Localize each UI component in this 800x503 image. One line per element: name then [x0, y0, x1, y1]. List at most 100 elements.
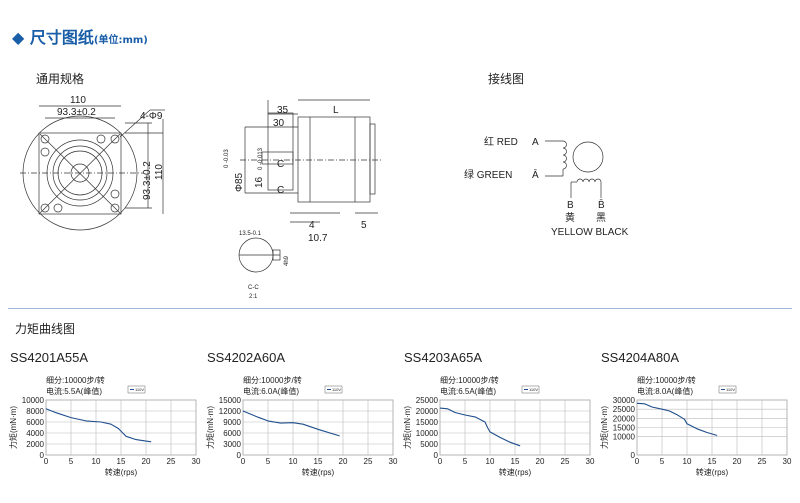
- y-tick-label: 5000: [420, 440, 438, 449]
- section-mark-c2: C: [277, 185, 284, 196]
- y-tick-label: 6000: [26, 418, 44, 427]
- subdivision-text: 细分:10000步/转: [243, 375, 302, 385]
- wire-b-label: B: [567, 200, 574, 211]
- legend-box: [324, 385, 343, 394]
- dim-30: 30: [273, 118, 285, 129]
- x-tick-label: 15: [511, 457, 520, 466]
- data-point: [716, 435, 718, 436]
- x-tick-label: 15: [314, 457, 323, 466]
- y-tick-label: 2000: [26, 440, 44, 449]
- x-tick-label: 20: [536, 457, 545, 466]
- data-point: [474, 416, 476, 418]
- legend-label: 110V: [135, 387, 144, 392]
- data-point: [292, 422, 294, 424]
- wiring-diagram: [545, 140, 604, 198]
- wire-red-label: 红 RED: [484, 135, 518, 148]
- torque-curve: [636, 402, 718, 436]
- y-tick-label: 15000: [416, 418, 439, 427]
- subdivision-text: 细分:10000步/转: [637, 375, 696, 385]
- legend-label: 110V: [529, 387, 538, 392]
- x-tick-label: 5: [69, 457, 74, 466]
- x-tick-label: 5: [463, 457, 468, 466]
- data-point: [267, 420, 269, 422]
- data-point: [706, 432, 708, 433]
- y-tick-label: 10000: [416, 429, 439, 438]
- dim-vertical-pitch: 93.3±0.2: [142, 161, 153, 200]
- y-tick-label: 6000: [223, 429, 241, 438]
- x-tick-label: 20: [733, 457, 742, 466]
- data-point: [644, 403, 645, 405]
- data-point: [676, 414, 678, 415]
- data-point: [684, 418, 685, 420]
- data-point: [125, 436, 127, 437]
- x-tick-label: 10: [92, 457, 101, 466]
- subdivision-text: 细分:10000步/转: [440, 375, 499, 385]
- data-point: [519, 445, 521, 447]
- torque-curve: [45, 408, 152, 443]
- x-tick-label: 5: [660, 457, 665, 466]
- data-point: [651, 406, 653, 408]
- y-tick-label: 12000: [219, 407, 242, 416]
- dim-110-width: 110: [70, 95, 86, 106]
- y-tick-label: 3000: [223, 440, 241, 449]
- data-point: [439, 407, 441, 409]
- y-tick-label: 20000: [416, 407, 439, 416]
- data-point: [484, 421, 486, 423]
- x-tick-label: 15: [708, 457, 717, 466]
- data-point: [45, 408, 47, 410]
- x-tick-label: 20: [339, 457, 348, 466]
- x-axis-label: 转速(rps): [105, 467, 138, 477]
- section-header: ◆ 尺寸图纸(单位:mm): [12, 24, 148, 48]
- data-point: [242, 410, 244, 412]
- data-point: [70, 417, 72, 418]
- x-tick-label: 15: [117, 457, 126, 466]
- y-tick-label: 8000: [26, 407, 44, 416]
- y-tick-label: 9000: [223, 418, 241, 427]
- current-text: 电流:6.0A(峰值): [243, 386, 299, 396]
- legend-box: [718, 385, 737, 394]
- data-point: [509, 441, 511, 443]
- data-point: [85, 420, 87, 422]
- header-title: 尺寸图纸: [29, 28, 94, 47]
- data-point: [499, 437, 501, 438]
- wire-green-label: 绿 GREEN: [464, 168, 512, 181]
- current-text: 电流:5.5A(峰值): [46, 386, 102, 396]
- x-axis-label: 转速(rps): [696, 467, 729, 477]
- legend-box: [521, 385, 540, 394]
- dim-16-tol: 0 -0.013: [258, 147, 264, 170]
- x-axis-label: 转速(rps): [499, 467, 532, 477]
- wire-abar-label: Ā: [532, 169, 539, 181]
- dim-phi85-tol: 0 -0.03: [224, 149, 230, 168]
- header-unit: (单位:mm): [93, 35, 148, 46]
- chart-title: SS4203A65A: [404, 350, 483, 365]
- data-point: [464, 414, 466, 416]
- y-tick-label: 0: [40, 451, 45, 460]
- y-tick-label: 0: [237, 451, 242, 460]
- y-tick-label: 0: [631, 451, 636, 460]
- section-label: C-C: [248, 285, 259, 291]
- data-point: [669, 410, 670, 412]
- data-point: [110, 423, 112, 425]
- torque-curves-label: 力矩曲线图: [15, 322, 76, 336]
- x-tick-label: 0: [635, 457, 640, 466]
- x-tick-label: 30: [192, 457, 201, 466]
- dim-key: 4h9: [284, 255, 290, 266]
- y-tick-label: 25000: [613, 405, 636, 414]
- x-tick-label: 25: [561, 457, 570, 466]
- data-point: [696, 428, 698, 430]
- torque-curve: [439, 407, 521, 447]
- data-point: [447, 408, 448, 410]
- data-point: [317, 429, 319, 430]
- x-tick-label: 25: [167, 457, 176, 466]
- chart-title: SS4202A60A: [207, 350, 286, 365]
- y-tick-label: 10000: [22, 396, 45, 405]
- chart-title: SS4201A55A: [10, 350, 89, 365]
- dim-110-height: 110: [154, 164, 165, 180]
- wire-bbar-label: B̄: [598, 198, 605, 211]
